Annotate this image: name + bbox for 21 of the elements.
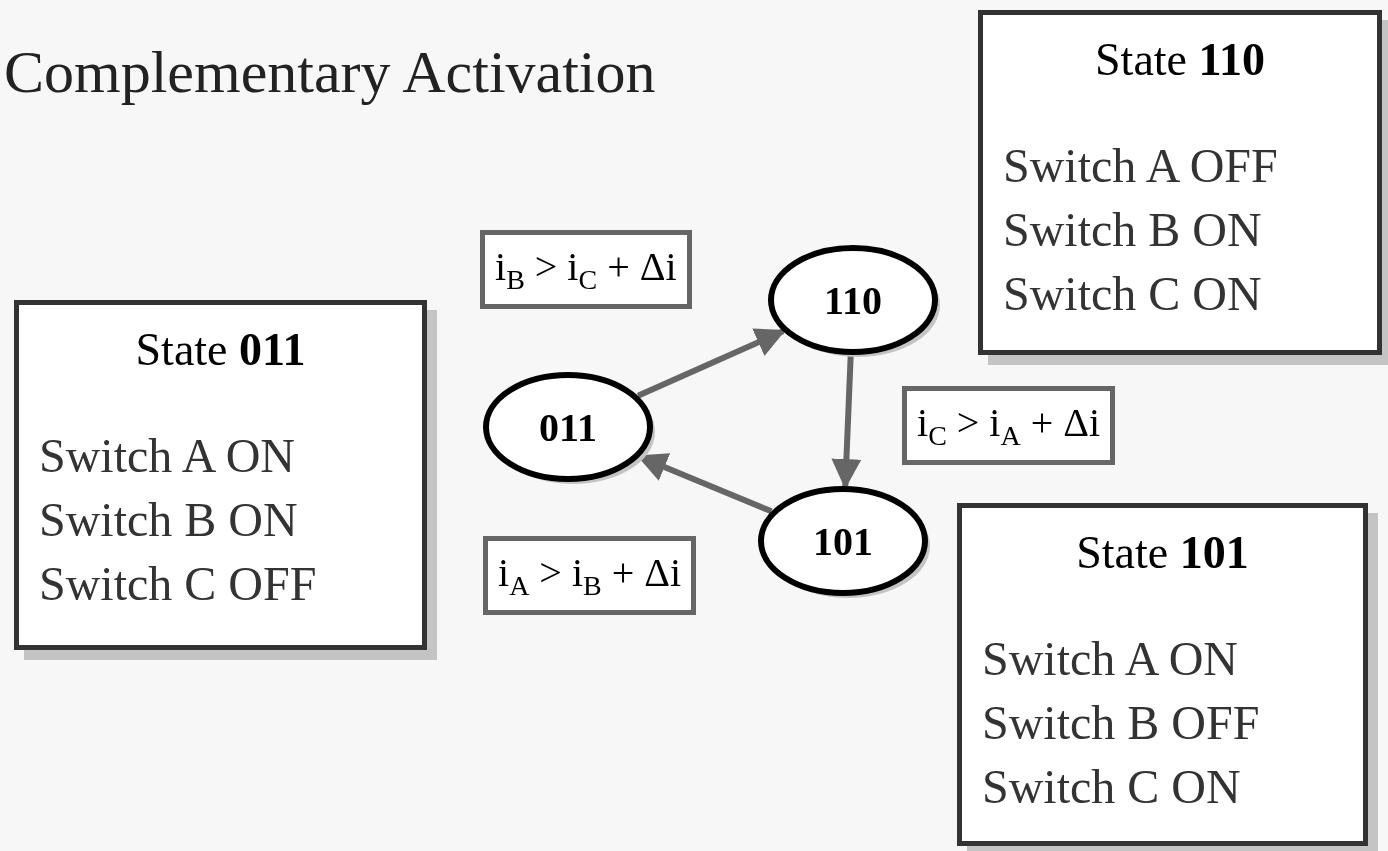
edge-label: i$_{C}$ > i$_{A}$ + Δi [902, 386, 1116, 465]
switch-status: Switch B ON [39, 492, 299, 548]
switch-status: Switch B ON [1003, 202, 1263, 258]
state-heading: State 011 [134, 323, 307, 376]
state-heading: State 110 [1094, 33, 1266, 86]
arrow [636, 328, 786, 399]
edge-label: i$_{B}$ > i$_{C}$ + Δi [480, 230, 692, 309]
switch-status: Switch B OFF [982, 695, 1261, 751]
state-code: 110 [823, 276, 883, 324]
switch-status: Switch C ON [982, 759, 1242, 815]
switch-status: Switch A ON [982, 631, 1240, 687]
arrow [831, 354, 862, 489]
switch-status: Switch A ON [39, 428, 297, 484]
switch-status: Switch C OFF [39, 556, 318, 612]
edge-label: i$_{A}$ > i$_{B}$ + Δi [483, 536, 697, 615]
switch-status: Switch A OFF [1003, 138, 1279, 194]
state-heading: State 101 [1075, 526, 1250, 579]
state-code: 011 [538, 403, 598, 451]
state-code: 101 [812, 517, 874, 565]
switch-status: Switch C ON [1003, 266, 1263, 322]
diagram-title: Complementary Activation [4, 38, 656, 107]
